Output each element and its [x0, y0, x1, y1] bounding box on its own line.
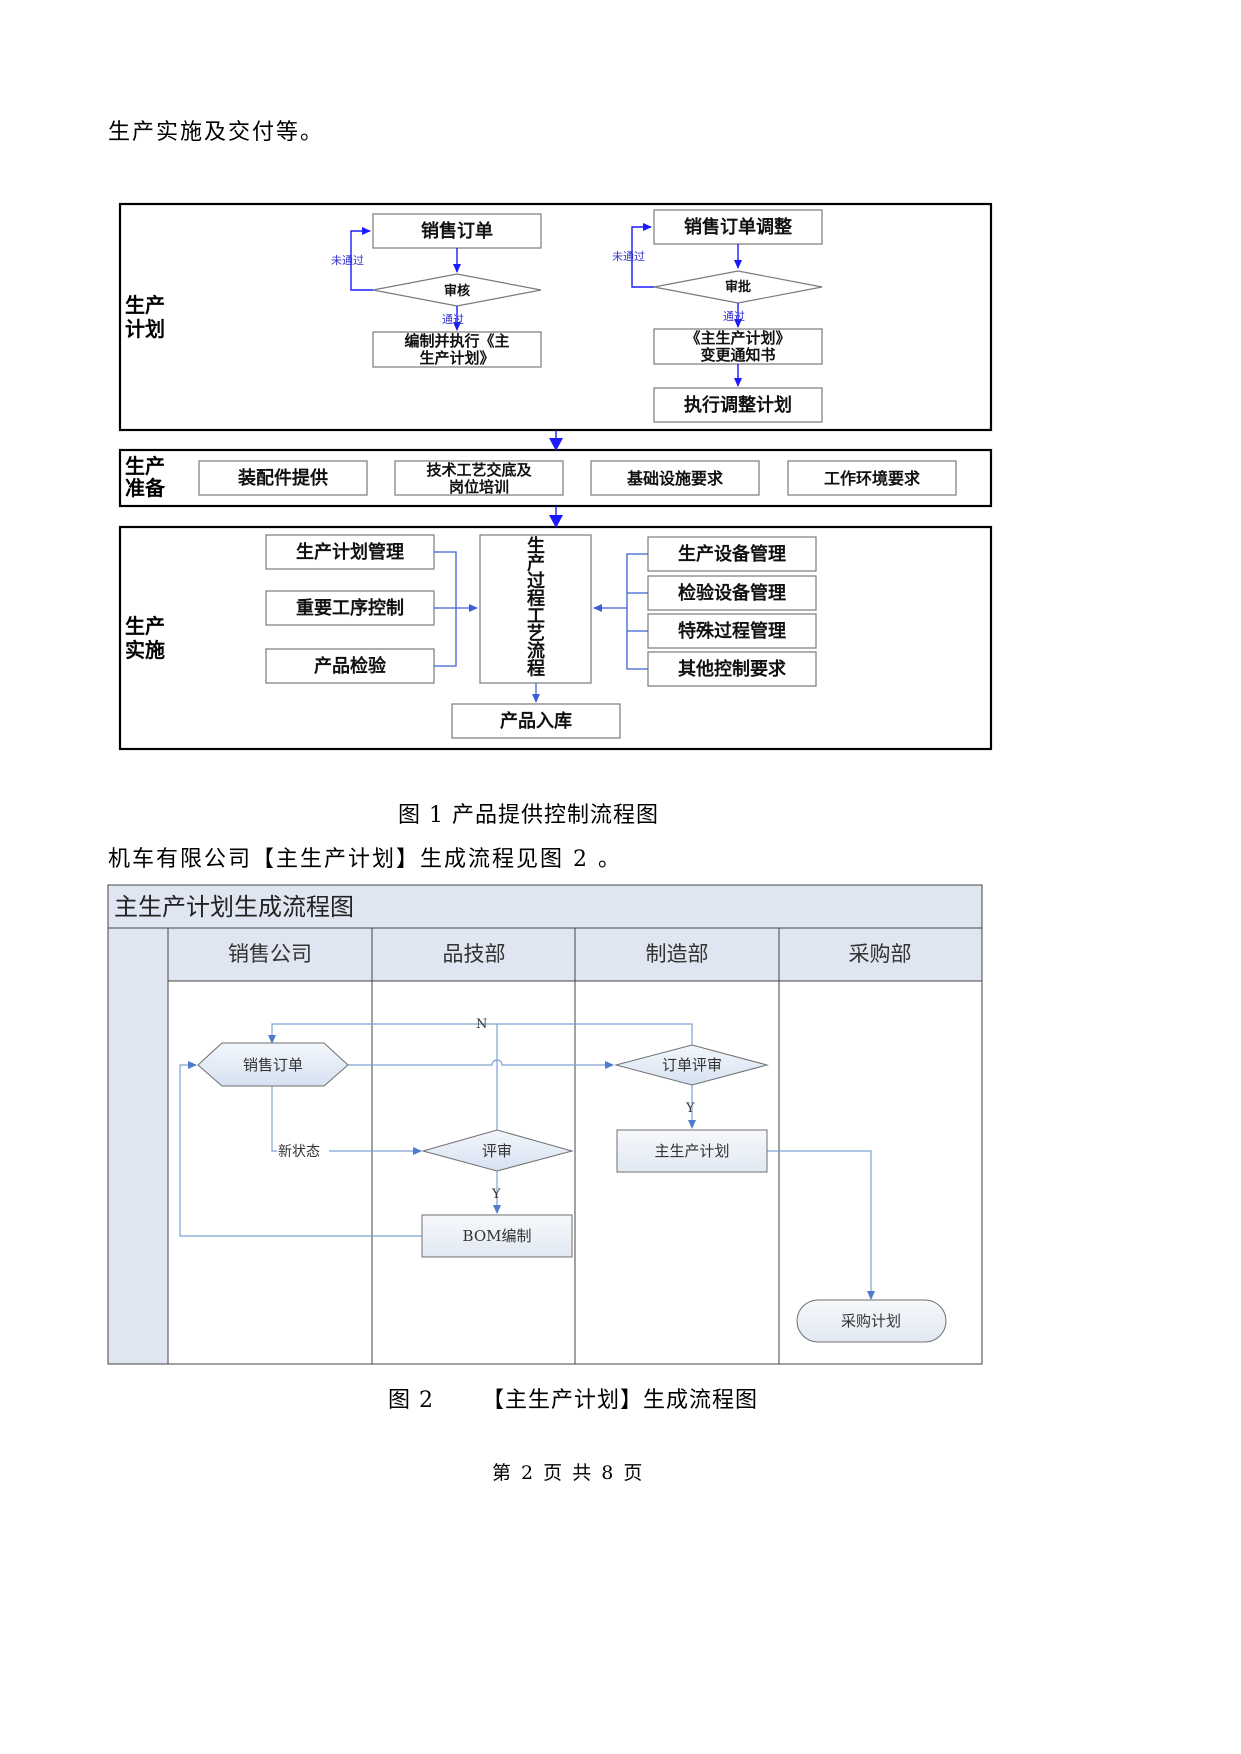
- review-diamond: [372, 273, 542, 307]
- prep-item-infra-text: 基础设施要求: [626, 469, 724, 488]
- node-purchase-plan: [796, 1299, 947, 1343]
- fig2-title-bar: [107, 884, 983, 929]
- exec-plan-text: 编制并执行《主生产计划》: [404, 332, 509, 367]
- impl-right-inspect-equip-box: [647, 575, 817, 611]
- impl-right-special-text: 特殊过程管理: [678, 620, 786, 642]
- page-footer: 第 2 页 共 8 页: [492, 1462, 645, 1484]
- impl-right-other-box: [647, 651, 817, 687]
- review-pass-label: 通过: [442, 313, 464, 326]
- fig2-side-column: [107, 927, 169, 1365]
- storage-box: [451, 703, 621, 739]
- impl-right-equip-text: 生产设备管理: [678, 543, 786, 565]
- review-text: 审核: [444, 283, 470, 299]
- impl-left-connector: [434, 551, 457, 667]
- impl-left-plan-mgmt-text: 生产计划管理: [296, 541, 404, 563]
- sales-order-text: 销售订单: [421, 220, 493, 242]
- intro-paragraph: 生产实施及交付等。: [108, 120, 325, 145]
- section-plan-frame: [118, 202, 993, 432]
- order-adjust-box: [653, 209, 823, 245]
- prep-item-training-box: [394, 460, 564, 496]
- figure-1-flowchart: 生产计划 生产准备 生产实施 销售订单 审核 未通过 通过 编制并执行《主生产计…: [118, 202, 993, 751]
- lane-title-manufacturing: 制造部: [646, 942, 709, 966]
- approve-text: 审批: [725, 279, 751, 295]
- figure-1-caption: 图 1 产品提供控制流程图: [398, 803, 659, 828]
- process-flow-text: 生产过程工艺流程: [527, 535, 545, 680]
- fig2-title: 主生产计划生成流程图: [114, 893, 354, 921]
- section-prep-label: 生产准备: [125, 454, 166, 500]
- prep-item-training-text: 技术工艺交底及岗位培训: [426, 461, 532, 496]
- node-bom: [421, 1214, 573, 1258]
- mid-paragraph: 机车有限公司【主生产计划】生成流程见图 2 。: [108, 847, 622, 872]
- prep-item-assembly-box: [198, 460, 368, 496]
- impl-right-other-text: 其他控制要求: [678, 658, 787, 680]
- label-n: N: [476, 1017, 487, 1032]
- process-flow-box: [479, 534, 592, 684]
- impl-right-connector: [626, 553, 648, 670]
- impl-left-key-process-text: 重要工序控制: [296, 597, 404, 619]
- sales-order-box: [372, 213, 542, 249]
- impl-left-key-process-box: [265, 590, 435, 626]
- new-state-label-bg: [277, 1141, 329, 1161]
- storage-text: 产品入库: [500, 710, 572, 732]
- node-sales-order-text: 销售订单: [243, 1056, 303, 1074]
- change-notice-box: [653, 328, 823, 365]
- label-new-state: 新状态: [278, 1144, 320, 1160]
- node-sales-order: [197, 1042, 349, 1087]
- impl-right-special-box: [647, 613, 817, 649]
- review-fail-label: 未通过: [331, 254, 364, 267]
- section-impl-label: 生产实施: [125, 614, 165, 662]
- node-order-review-text: 订单评审: [662, 1056, 722, 1074]
- node-purchase-plan-text: 采购计划: [841, 1312, 901, 1330]
- approve-diamond: [653, 270, 823, 304]
- figure-2-caption: 图 2 【主生产计划】生成流程图: [388, 1388, 758, 1413]
- exec-adjust-box: [653, 387, 823, 423]
- arrow-approve-fail-loop: [631, 223, 654, 288]
- exec-plan-box: [372, 331, 542, 368]
- order-adjust-text: 销售订单调整: [684, 216, 792, 238]
- label-y1: Y: [685, 1101, 695, 1116]
- node-bom-text: BOM编制: [463, 1227, 532, 1245]
- prep-item-env-box: [787, 460, 957, 496]
- approve-pass-label: 通过: [723, 310, 745, 323]
- impl-left-inspection-text: 产品检验: [314, 655, 387, 677]
- node-review: [421, 1129, 574, 1172]
- exec-adjust-text: 执行调整计划: [684, 394, 792, 416]
- label-y2: Y: [491, 1187, 501, 1202]
- node-mps-text: 主生产计划: [654, 1142, 729, 1160]
- impl-left-inspection-box: [265, 648, 435, 684]
- section-plan-label: 生产计划: [125, 293, 165, 341]
- prep-item-env-text: 工作环境要求: [824, 469, 921, 488]
- change-notice-text: 《主生产计划》变更通知书: [685, 329, 790, 364]
- connector-bom-back-to-order: [179, 1061, 422, 1237]
- impl-right-inspect-equip-text: 检验设备管理: [678, 582, 786, 604]
- connector-mps-to-purchase: [767, 1150, 875, 1300]
- connector-order-review-N-back: [268, 1023, 693, 1046]
- node-order-review: [614, 1044, 769, 1086]
- arrow-review-fail-loop: [350, 227, 373, 291]
- lane-title-sales: 销售公司: [228, 942, 312, 966]
- lane-title-quality-tech: 品技部: [443, 942, 506, 966]
- prep-item-assembly-text: 装配件提供: [238, 467, 328, 489]
- prep-item-infra-box: [590, 460, 760, 496]
- impl-right-equip-box: [647, 536, 817, 572]
- node-mps: [616, 1129, 768, 1173]
- node-review-text: 评审: [482, 1142, 512, 1160]
- lane-title-purchasing: 采购部: [849, 942, 912, 966]
- approve-fail-label: 未通过: [612, 250, 645, 263]
- connector-order-new-state: [271, 1086, 422, 1155]
- figure-2-swimlane: 主生产计划生成流程图 销售公司 品技部 制造部 采购部 N Y 新状态 Y 销售…: [107, 884, 983, 1365]
- impl-left-plan-mgmt-box: [265, 534, 435, 570]
